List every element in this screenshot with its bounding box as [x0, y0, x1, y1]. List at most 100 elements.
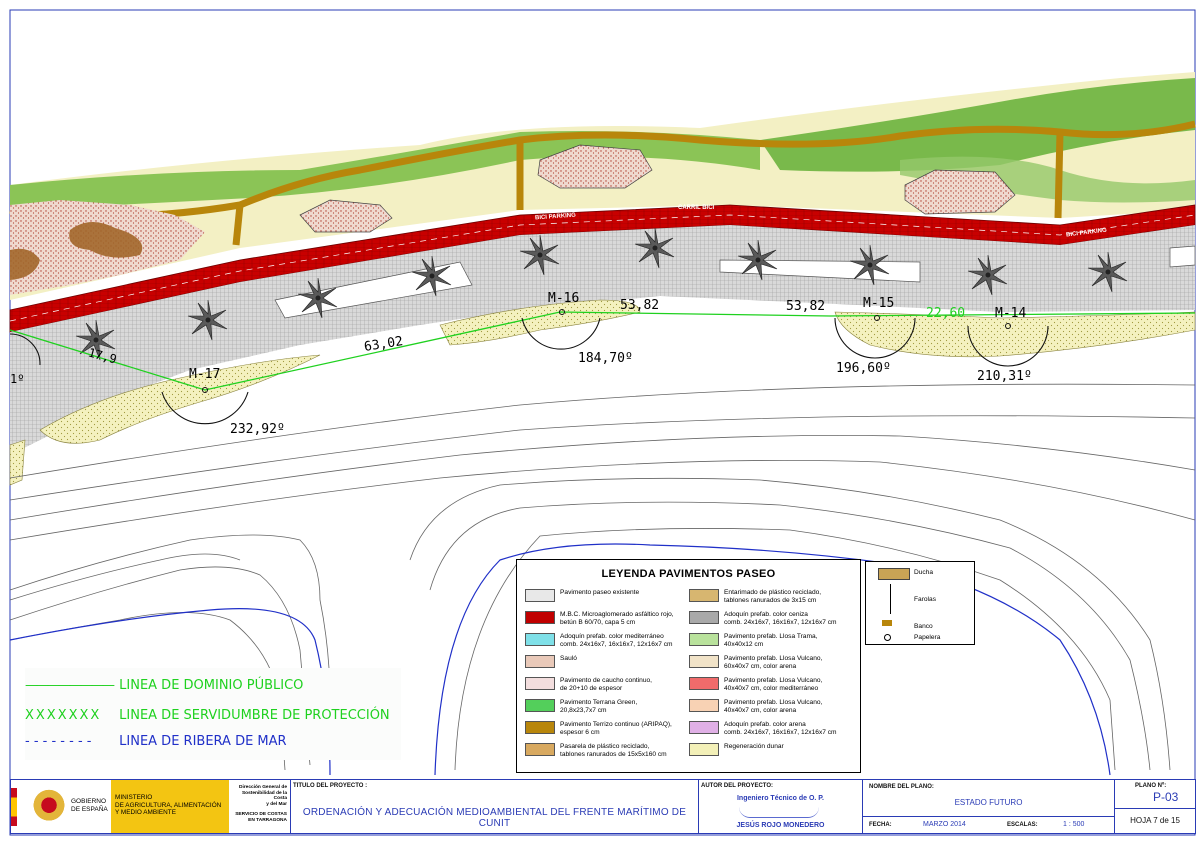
gov-label-2: DE ESPAÑA [71, 806, 108, 813]
legend-text: Pavimento prefab. Llosa Trama, 40x40x12 … [724, 633, 818, 648]
marker-m15-angle: 196,60º [836, 361, 891, 376]
servidumbre-symbol: XXXXXXX [25, 708, 102, 723]
legend-item: Pasarela de plástico reciclado, tablones… [525, 743, 692, 758]
legend-text: Entarimado de plástico reciclado, tablon… [724, 589, 822, 604]
author-caption: AUTOR DEL PROYECTO: [701, 783, 774, 789]
legend-swatch [525, 633, 555, 646]
legend-title: LEYENDA PAVIMENTOS PASEO [601, 568, 776, 580]
service-label: SERVICIO DE COSTAS EN TARRAGONA [235, 812, 287, 823]
legend-text: Pavimento Terrizo continuo (ARIPAQ), esp… [560, 721, 672, 736]
legend-text: Pavimento de caucho continuo, de 20+10 d… [560, 677, 653, 692]
streetlight-icon [890, 584, 891, 614]
legend-text: Pavimento Terrana Green, 20,8x23,7x7 cm [560, 699, 638, 714]
author-role: Ingeniero Técnico de O. P. [736, 795, 824, 802]
marker-m14-label: M-14 [995, 306, 1027, 321]
plan-caption: NOMBRE DEL PLANO: [869, 784, 934, 790]
spain-flag-icon [11, 788, 17, 826]
legend-item: Sauló [525, 655, 692, 668]
project-title: ORDENACIÓN Y ADECUACIÓN MEDIOAMBIENTAL D… [302, 807, 687, 829]
title-block: GOBIERNO DE ESPAÑA MINISTERIO DE AGRICUL… [10, 779, 1196, 834]
legend-swatch [525, 677, 555, 690]
legend-swatch [525, 721, 555, 734]
legend-text: Pasarela de plástico reciclado, tablones… [560, 743, 667, 758]
legend-item: Pavimento de caucho continuo, de 20+10 d… [525, 677, 692, 692]
directorate-label: Dirección General de Sostenibilidad de l… [239, 785, 287, 807]
papelera-label: Papelera [914, 634, 941, 641]
marker-m17-angle: 232,92º [230, 422, 285, 437]
sheet-cell: PLANO Nº: P-03 HOJA 7 de 15 [1115, 780, 1195, 833]
farolas-label: Farolas [914, 596, 936, 603]
project-cell: TITULO DEL PROYECTO : ORDENACIÓN Y ADECU… [291, 780, 699, 833]
bike-lane-label: CARRIL BICI [678, 205, 715, 211]
servidumbre-row: XXXXXXX LINEA DE SERVIDUMBRE DE PROTECCI… [25, 708, 390, 723]
dominio-symbol: ———————— [25, 678, 115, 693]
legend-text: Adoquín prefab. color mediterráneo comb.… [560, 633, 673, 648]
pavement-legend: LEYENDA PAVIMENTOS PASEO Pavimento paseo… [516, 559, 861, 773]
legend-swatch [525, 655, 555, 668]
servidumbre-label: LINEA DE SERVIDUMBRE DE PROTECCIÓN [119, 708, 390, 723]
edge-angle-label: 1º [10, 372, 25, 386]
legend-text: Regeneración dunar [724, 743, 784, 750]
legend-text: Sauló [560, 655, 577, 662]
ribera-label: LINEA DE RIBERA DE MAR [119, 734, 287, 749]
sheet-number: P-03 [1153, 790, 1179, 804]
coat-of-arms-icon [33, 789, 65, 825]
legend-item: Pavimento prefab. Llosa Vulcano, 40x40x7… [689, 699, 856, 714]
furniture-key: Ducha Farolas Banco Papelera [865, 561, 975, 645]
dominio-label: LINEA DE DOMINIO PÚBLICO [119, 678, 304, 693]
shower-icon [878, 568, 910, 580]
ribera-symbol: - - - - - - - - [25, 734, 92, 749]
legend-item: Regeneración dunar [689, 743, 856, 756]
marker-m16-angle: 184,70º [578, 351, 633, 366]
government-cell: GOBIERNO DE ESPAÑA MINISTERIO DE AGRICUL… [11, 780, 291, 833]
legend-swatch [689, 589, 719, 602]
plan-cell: NOMBRE DEL PLANO: ESTADO FUTURO FECHA: M… [863, 780, 1115, 833]
page-count: HOJA 7 de 15 [1130, 816, 1180, 825]
dominio-row: ———————— LINEA DE DOMINIO PÚBLICO [25, 678, 303, 693]
legend-swatch [525, 611, 555, 624]
legend-item: M.B.C. Microaglomerado asfáltico rojo, b… [525, 611, 692, 626]
scale-caption: ESCALAS: [1007, 822, 1038, 828]
legend-item: Pavimento Terrana Green, 20,8x23,7x7 cm [525, 699, 692, 714]
bench-icon [882, 620, 892, 626]
distance-label: 22,60 [926, 306, 966, 321]
marker-m15-label: M-15 [863, 296, 895, 311]
legend-swatch [525, 589, 555, 602]
marker-m17-label: M-17 [189, 367, 221, 382]
legend-swatch [689, 633, 719, 646]
line-key: ———————— LINEA DE DOMINIO PÚBLICO XXXXXX… [25, 668, 401, 760]
legend-text: Adoquín prefab. color ceniza comb. 24x16… [724, 611, 837, 626]
bin-icon [884, 634, 891, 641]
author-cell: AUTOR DEL PROYECTO: Ingeniero Técnico de… [699, 780, 863, 833]
legend-text: Pavimento prefab. Llosa Vulcano, 40x40x7… [724, 677, 823, 692]
sheet-caption: PLANO Nº: [1135, 783, 1167, 789]
date-value: MARZO 2014 [923, 821, 966, 828]
legend-item: Adoquín prefab. color ceniza comb. 24x16… [689, 611, 856, 626]
legend-item: Pavimento prefab. Llosa Vulcano, 40x40x7… [689, 677, 856, 692]
scale-value: 1 : 500 [1063, 821, 1085, 828]
legend-swatch [689, 677, 719, 690]
legend-item: Pavimento prefab. Llosa Vulcano, 60x40x7… [689, 655, 856, 670]
plan-name: ESTADO FUTURO [954, 798, 1023, 807]
ministry-label: MINISTERIO DE AGRICULTURA, ALIMENTACIÓN … [115, 794, 222, 816]
legend-text: Pavimento prefab. Llosa Vulcano, 40x40x7… [724, 699, 823, 714]
ministry-panel [111, 780, 229, 833]
legend-item: Adoquín prefab. color arena comb. 24x16x… [689, 721, 856, 736]
distance-label: 53,82 [786, 299, 826, 314]
legend-text: Adoquín prefab. color arena comb. 24x16x… [724, 721, 837, 736]
legend-item: Entarimado de plástico reciclado, tablon… [689, 589, 856, 604]
marker-m16-label: M-16 [548, 291, 580, 306]
distance-label: 53,82 [620, 298, 660, 313]
legend-swatch [689, 611, 719, 624]
banco-label: Banco [914, 623, 933, 630]
legend-swatch [525, 743, 555, 756]
legend-item: Pavimento Terrizo continuo (ARIPAQ), esp… [525, 721, 692, 736]
project-caption: TITULO DEL PROYECTO : [293, 783, 368, 789]
signature-icon [739, 807, 819, 818]
legend-swatch [689, 721, 719, 734]
legend-swatch [689, 655, 719, 668]
legend-swatch [525, 699, 555, 712]
legend-text: Pavimento prefab. Llosa Vulcano, 60x40x7… [724, 655, 823, 670]
author-name: JESÚS ROJO MONEDERO [736, 822, 825, 829]
